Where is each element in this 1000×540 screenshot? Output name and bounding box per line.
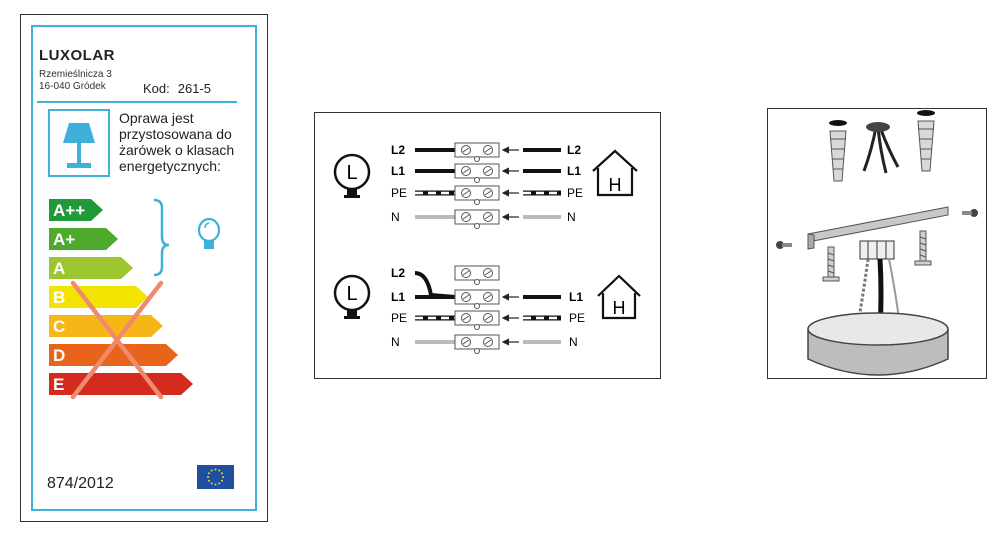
energy-class-label: B [53,288,65,307]
lamp-letter: L [346,162,357,184]
label-frame [31,25,257,511]
house-symbol-icon: H [592,149,638,197]
wire-label-right: L1 [567,164,581,178]
wiring-row: L1 L1 [391,163,581,183]
lamp-icon [48,109,110,177]
side-screw-icon [962,209,978,217]
energy-class-arrow: B [49,286,148,308]
wiring-row: L1 L1 [391,271,583,309]
ceiling-hole [917,110,935,116]
terminal-block-icon [859,240,895,260]
house-letter: H [613,298,626,318]
wiring-row: PE PE [391,185,583,205]
excluded-classes-cross [70,280,164,400]
energy-class-arrow: E [49,373,193,395]
energy-class-arrow: A++ [49,199,103,221]
side-screw-icon [776,241,792,249]
bulb-icon [197,217,221,249]
wire-label-left: N [391,335,400,349]
screw-icon [914,230,932,266]
mounting-bracket [807,206,949,250]
wiring-row: PE PE [391,310,585,330]
ceiling-hole [829,120,847,126]
wire-label-right: N [567,210,576,224]
mounting-illustration [767,108,987,379]
wire-label-right: PE [569,311,585,325]
wire-label-left: L1 [391,164,405,178]
energy-class-arrow: A [49,257,133,279]
energy-class-label: A [53,259,65,278]
wall-plug-icon [829,130,847,182]
wire-label-left: L2 [391,266,405,280]
wire-label-right: N [569,335,578,349]
product-code: Kod: 261-5 [143,81,211,96]
cable-entry [866,122,890,132]
brand-name: LUXOLAR [39,47,115,64]
regulation-number: 874/2012 [47,475,114,492]
wire-label-left: PE [391,186,407,200]
lamp-symbol-icon: L [333,153,371,198]
wall-plug-icon [917,120,935,172]
address-line2: 16-040 Gródek [39,81,106,92]
wire-label-right: PE [567,186,583,200]
energy-class-label: C [53,317,65,336]
wiring-row: L2 L2 [391,142,581,162]
wire-label-left: N [391,210,400,224]
eu-flag-icon [197,465,234,489]
compatibility-text: Oprawa jest przystosowana do żarówek o k… [119,110,235,174]
header-separator [37,101,237,103]
energy-class-arrow: A+ [49,228,118,250]
wire-label-right: L2 [567,143,581,157]
wire-label-left: L2 [391,143,405,157]
screw-icon [822,246,840,282]
wire-label-left: L1 [391,290,405,304]
house-letter: H [609,175,622,195]
wire-label-right: L1 [569,290,583,304]
house-symbol-icon: H [597,274,641,320]
compatible-bracket [153,198,170,277]
canopy [807,312,949,376]
code-label: Kod: [143,81,170,96]
energy-class-label: A++ [53,201,85,220]
energy-class-label: E [53,375,64,394]
energy-label: LUXOLAR Rzemieślnicza 3 16-040 Gródek Ko… [20,14,268,522]
code-value: 261-5 [177,81,211,96]
wiring-row: L2 [391,265,500,285]
energy-class-label: A+ [53,230,75,249]
supply-cable [862,126,900,174]
wire-label-left: PE [391,311,407,325]
lamp-symbol-icon: L [333,274,371,319]
energy-class-label: D [53,346,65,365]
lamp-letter: L [346,283,357,305]
energy-class-arrow: D [49,344,178,366]
address-line1: Rzemieślnicza 3 [39,69,112,80]
